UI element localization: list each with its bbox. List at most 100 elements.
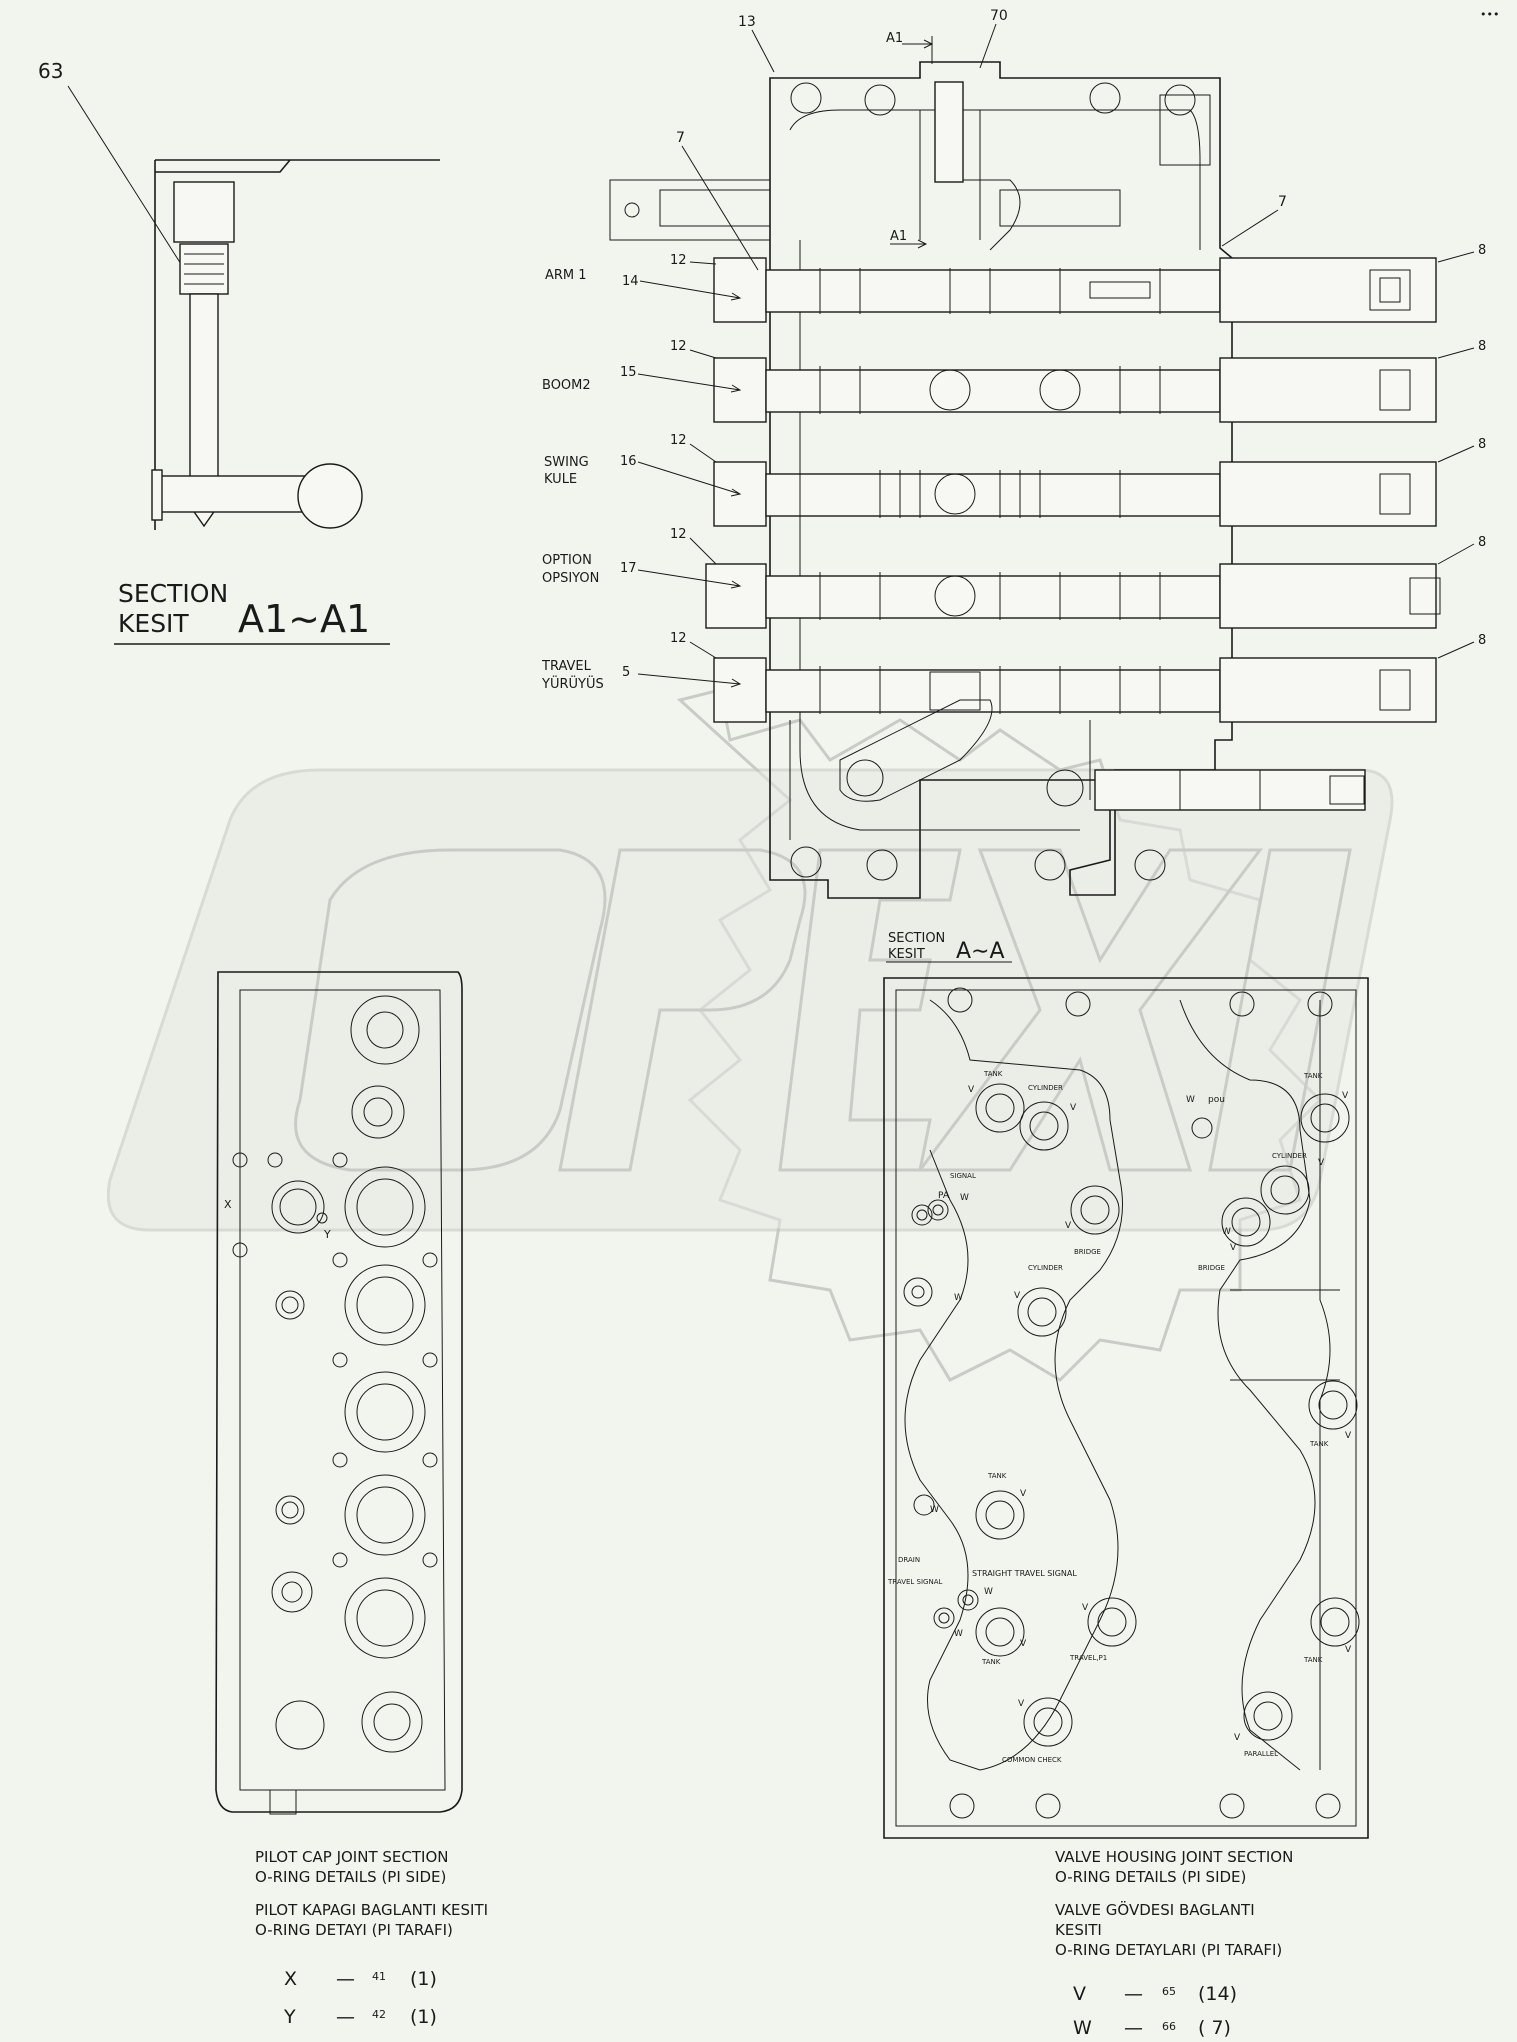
row-label-arm1: ARM 1 xyxy=(545,268,587,283)
leader-63 xyxy=(67,85,187,273)
pilot-cap-section: X Y xyxy=(215,971,463,1815)
valve-housing-caption-5: O-RING DETAYLARI (PI TARAFI) xyxy=(1055,1941,1282,1959)
valve-housing-caption-1: VALVE HOUSING JOINT SECTION xyxy=(1055,1848,1293,1866)
control-valve-main-view: 13 70 A1 A1 7 7 ARM 1 12 14 8 BOOM2 12 1… xyxy=(541,8,1486,899)
callout-12-4: 12 xyxy=(670,527,687,542)
legend-y-qty: (1) xyxy=(410,2006,437,2028)
port-label-pa: PA xyxy=(938,1191,950,1201)
valve-housing-port-labels: TANK CYLINDER PA SIGNAL BRIDGE CYLINDER … xyxy=(887,1070,1352,1764)
callout-8-1: 8 xyxy=(1478,243,1486,258)
pilot-cap-outline xyxy=(215,971,463,1813)
mark-v: V xyxy=(1014,1291,1021,1301)
row-label-5: TRAVEL YÜRÜYÜS 12 5 8 xyxy=(541,631,1486,692)
row-label-3: SWING KULE 12 16 8 xyxy=(544,433,1486,497)
mark-v: V xyxy=(1345,1431,1352,1441)
legend-w-dash: — xyxy=(1124,2017,1143,2039)
row-label-swing: SWING xyxy=(544,455,589,470)
callout-8-5: 8 xyxy=(1478,633,1486,648)
port-label-travel-signal: TRAVEL SIGNAL xyxy=(887,1578,942,1586)
pilot-cap-caption-1: PILOT CAP JOINT SECTION xyxy=(255,1848,448,1866)
callout-63: 63 xyxy=(38,59,63,83)
callout-a1-top: A1 xyxy=(886,31,903,46)
row-label-yuruyus: YÜRÜYÜS xyxy=(541,675,604,692)
legend-x-key: X xyxy=(284,1968,297,1990)
callout-12-3: 12 xyxy=(670,433,687,448)
port-label-tank-6: TANK xyxy=(1303,1656,1323,1664)
callout-8-4: 8 xyxy=(1478,535,1486,550)
legend-v-dash: — xyxy=(1124,1983,1143,2005)
pilot-cap-port-x: X xyxy=(224,1198,232,1211)
mark-w: W xyxy=(954,1629,963,1639)
valve-housing-outline xyxy=(769,61,1233,899)
row-label-2: BOOM2 12 15 8 xyxy=(542,339,1486,393)
port-label-parallel: PARALLEL xyxy=(1244,1750,1278,1758)
row-label-1: ARM 1 12 14 8 xyxy=(545,243,1486,301)
pilot-cap-legend: X — 41 (1) Y — 42 (1) xyxy=(283,1968,437,2028)
valve-housing-caption-2: O-RING DETAILS (PI SIDE) xyxy=(1055,1868,1246,1886)
port-label-tank-4: TANK xyxy=(987,1472,1007,1480)
row-label-kule: KULE xyxy=(544,472,577,487)
section-a1-title-en: SECTION xyxy=(118,579,228,608)
port-label-signal: SIGNAL xyxy=(950,1172,976,1180)
section-a1-view: 63 SECTION KESIT A1∼A1 xyxy=(38,59,440,645)
row-label-option: OPTION xyxy=(542,553,592,568)
mark-v: V xyxy=(1082,1603,1089,1613)
spool-row-5 xyxy=(713,657,1437,723)
callout-spool-17: 17 xyxy=(620,561,637,576)
callout-12-1: 12 xyxy=(670,253,687,268)
valve-housing-legend: V — 65 (14) W — 66 ( 7) xyxy=(1073,1983,1237,2039)
mark-v: V xyxy=(1234,1733,1241,1743)
mark-v: V xyxy=(1318,1158,1325,1168)
port-label-cylinder-2: CYLINDER xyxy=(1028,1264,1063,1272)
callout-spool-15: 15 xyxy=(620,365,637,380)
section-a1-ident: A1∼A1 xyxy=(238,597,370,641)
callout-13: 13 xyxy=(738,14,756,30)
mark-v: V xyxy=(1342,1091,1349,1101)
port-label-cylinder-1: CYLINDER xyxy=(1028,1084,1063,1092)
callout-12-5: 12 xyxy=(670,631,687,646)
legend-w-part: 66 xyxy=(1162,2020,1176,2033)
section-a-title-tr: KESIT xyxy=(888,947,925,962)
valve-housing-caption-4: KESITI xyxy=(1055,1921,1102,1939)
port-label-drain: DRAIN xyxy=(898,1556,920,1564)
port-label-bridge-2: BRIDGE xyxy=(1198,1264,1225,1272)
mark-v: V xyxy=(1065,1221,1072,1231)
callout-spool-5: 5 xyxy=(622,665,630,680)
valve-housing-section-outline xyxy=(883,977,1369,1839)
callout-12-2: 12 xyxy=(670,339,687,354)
callout-8-3: 8 xyxy=(1478,437,1486,452)
legend-w-qty: ( 7) xyxy=(1198,2017,1231,2039)
port-label-cylinder-3: CYLINDER xyxy=(1272,1152,1307,1160)
legend-y-part: 42 xyxy=(372,2008,386,2021)
mark-w: W xyxy=(984,1587,993,1597)
valve-housing-section xyxy=(883,977,1369,1839)
mark-w: W xyxy=(960,1193,969,1203)
section-a-ident: A∼A xyxy=(956,939,1005,964)
pilot-cap-caption: PILOT CAP JOINT SECTION O-RING DETAILS (… xyxy=(255,1848,488,1939)
section-a-title: SECTION KESIT A∼A xyxy=(886,931,1012,964)
mark-v: V xyxy=(1018,1699,1025,1709)
mark-v: V xyxy=(1020,1639,1027,1649)
mark-w: W xyxy=(1186,1095,1195,1105)
port-label-travel-p1: TRAVEL,P1 xyxy=(1069,1654,1107,1662)
section-a1-title-tr: KESIT xyxy=(118,609,189,638)
port-label-tank-2: TANK xyxy=(1303,1072,1323,1080)
callout-8-2: 8 xyxy=(1478,339,1486,354)
mark-v: V xyxy=(1070,1103,1077,1113)
valve-housing-caption-3: VALVE GÖVDESI BAGLANTI xyxy=(1055,1900,1255,1919)
callout-7-right: 7 xyxy=(1278,194,1287,210)
row-label-opsiyon: OPSIYON xyxy=(542,571,599,586)
pilot-cap-caption-4: O-RING DETAYI (PI TARAFI) xyxy=(255,1921,453,1939)
row-label-4: OPTION OPSIYON 12 17 8 xyxy=(542,527,1486,589)
port-label-bridge-1: BRIDGE xyxy=(1074,1248,1101,1256)
spool-row-2 xyxy=(713,357,1437,423)
callout-70: 70 xyxy=(990,8,1008,24)
pilot-cap-ports xyxy=(232,995,438,1753)
pilot-cap-port-y: Y xyxy=(323,1228,331,1241)
pilot-cap-caption-3: PILOT KAPAGI BAGLANTI KESITI xyxy=(255,1901,488,1919)
relief-plug xyxy=(1094,769,1366,811)
legend-x-qty: (1) xyxy=(410,1968,437,1990)
legend-v-key: V xyxy=(1073,1983,1086,2005)
row-label-boom2: BOOM2 xyxy=(542,378,591,393)
